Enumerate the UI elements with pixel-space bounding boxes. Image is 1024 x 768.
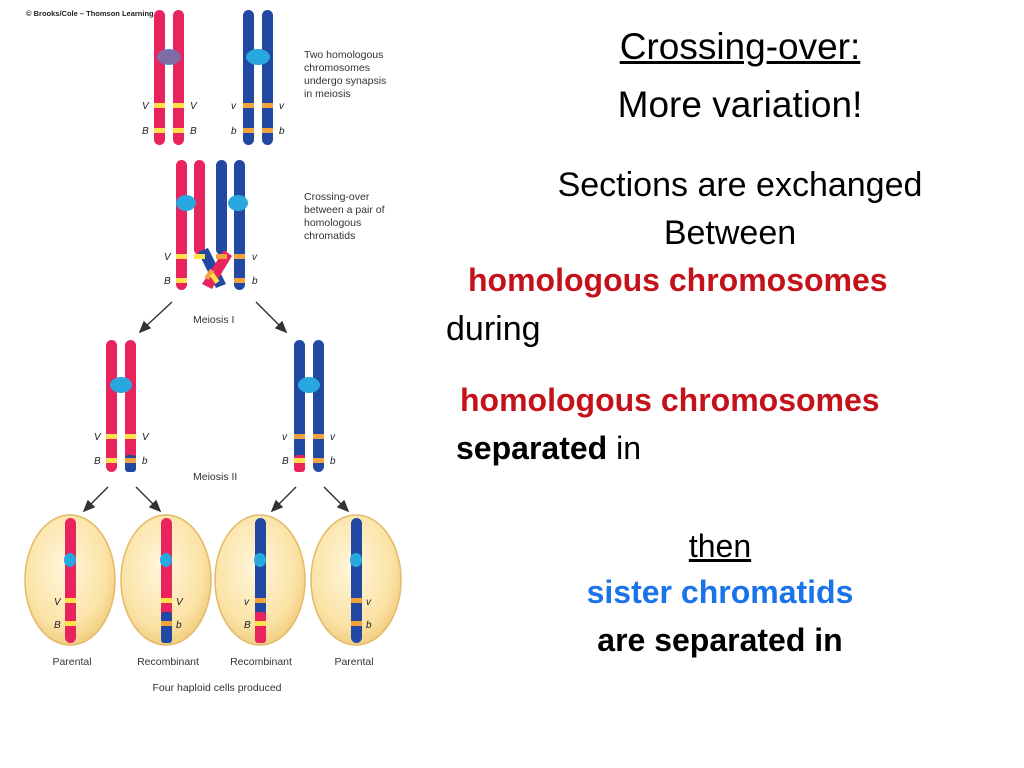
caption-synapsis: Two homologous chromosomes undergo synap…	[304, 49, 386, 100]
allele-V-label: V	[190, 101, 198, 112]
allele-v-label: v	[282, 432, 288, 443]
meiosis2-label: Meiosis II	[193, 471, 237, 483]
allele-V-label: V	[54, 597, 62, 608]
crossing-over-diagram: © Brooks/Cole – Thomson Learning V V B B…	[24, 9, 402, 694]
cell-label-recombinant: Recombinant	[230, 656, 292, 668]
row3-red-chromosome	[106, 340, 136, 472]
allele-B-label: B	[244, 620, 251, 631]
meiosis1-label: Meiosis I	[193, 314, 234, 326]
paragraph-line: are separated in	[597, 622, 843, 658]
highlight-homologous-chromosomes: homologous chromosomes	[468, 262, 888, 298]
paragraph-line: Sections are exchanged	[557, 166, 923, 204]
allele-V-label: V	[164, 252, 172, 263]
paragraph-line: Between	[663, 214, 797, 252]
allele-b-label: b	[279, 126, 285, 137]
allele-v-label: v	[330, 432, 336, 443]
svg-text:Two homologous: Two homologous	[304, 49, 383, 61]
allele-V-label: V	[142, 432, 150, 443]
row1-blue-chromosome	[243, 10, 273, 145]
slide-subtitle: More variation!	[617, 84, 863, 125]
highlight-sister-chromatids: sister chromatids	[586, 574, 854, 610]
haploid-cell-recombinant-red	[120, 514, 212, 646]
row2-crossing-over-chromatids	[176, 160, 248, 290]
paragraph-line: separated in	[456, 432, 641, 464]
allele-b-label: b	[252, 276, 258, 287]
allele-v-label: v	[244, 597, 250, 608]
allele-v-label: v	[231, 101, 237, 112]
allele-V-label: V	[142, 101, 150, 112]
allele-B-label: B	[142, 126, 149, 137]
svg-text:undergo synapsis: undergo synapsis	[304, 75, 386, 87]
svg-text:chromatids: chromatids	[304, 230, 355, 242]
allele-b-label: b	[176, 620, 182, 631]
allele-B-label: B	[282, 456, 289, 467]
allele-b-label: b	[231, 126, 237, 137]
allele-b-label: b	[330, 456, 336, 467]
meiosis2-arrows	[82, 486, 350, 513]
caption-crossing-over: Crossing-over between a pair of homologo…	[304, 191, 385, 242]
allele-B-label: B	[164, 276, 171, 287]
allele-V-label: V	[94, 432, 102, 443]
meiosis1-arrows	[138, 301, 288, 334]
in-text: in	[607, 430, 641, 466]
slide-title: Crossing-over:	[619, 26, 861, 67]
row1-red-chromosome	[154, 10, 184, 145]
allele-B-label: B	[54, 620, 61, 631]
allele-V-label: V	[176, 597, 184, 608]
svg-text:in meiosis: in meiosis	[304, 88, 351, 100]
highlight-homologous-chromosomes: homologous chromosomes	[460, 382, 880, 418]
allele-b-label: b	[142, 456, 148, 467]
separated-text: separated	[456, 430, 608, 466]
cell-label-parental: Parental	[52, 656, 91, 668]
allele-v-label: v	[279, 101, 285, 112]
credit-text: © Brooks/Cole – Thomson Learning	[26, 9, 154, 18]
row3-blue-chromosome	[294, 340, 324, 472]
allele-v-label: v	[366, 597, 372, 608]
svg-text:homologous: homologous	[304, 217, 361, 229]
allele-B-label: B	[94, 456, 101, 467]
cell-label-parental: Parental	[334, 656, 373, 668]
allele-b-label: b	[366, 620, 372, 631]
haploid-cell-parental-red	[24, 514, 116, 646]
svg-text:between a pair of: between a pair of	[304, 204, 385, 216]
allele-v-label: v	[252, 252, 258, 263]
cell-label-recombinant: Recombinant	[137, 656, 199, 668]
haploid-cell-recombinant-blue	[214, 514, 306, 646]
then-text: then	[688, 528, 752, 564]
haploid-cell-parental-blue	[310, 514, 402, 646]
svg-text:Crossing-over: Crossing-over	[304, 191, 370, 203]
allele-B-label: B	[190, 126, 197, 137]
paragraph-line: during	[446, 310, 541, 348]
bottom-caption: Four haploid cells produced	[153, 682, 282, 694]
svg-text:chromosomes: chromosomes	[304, 62, 370, 74]
